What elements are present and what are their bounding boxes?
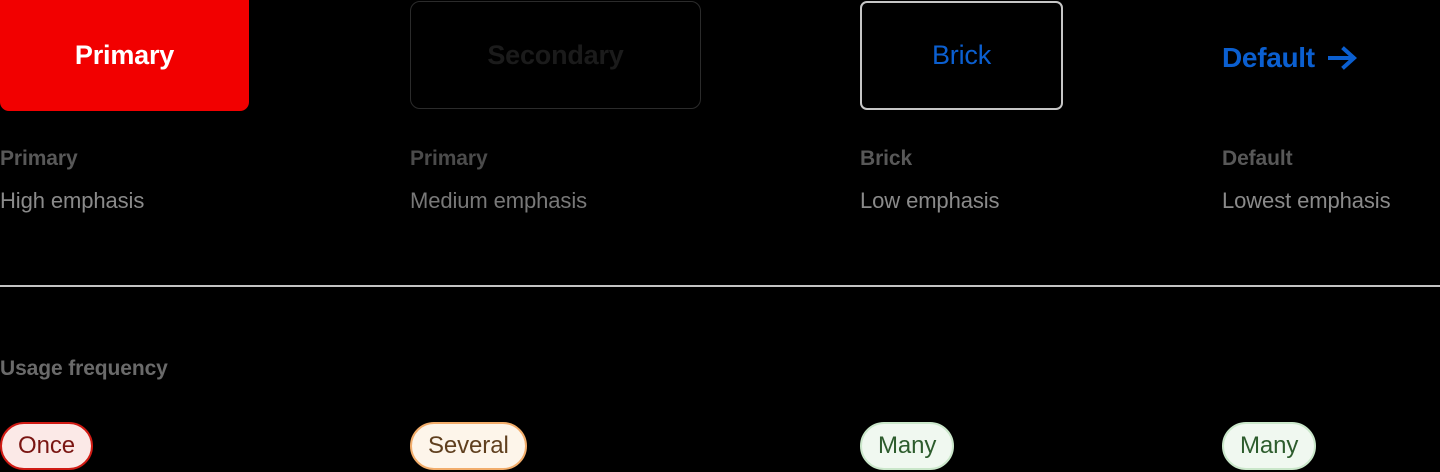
usage-frequency-heading: Usage frequency xyxy=(0,357,168,380)
description-title: Default xyxy=(1222,147,1293,170)
default-button[interactable]: Default xyxy=(1222,36,1358,80)
secondary-button[interactable]: Secondary xyxy=(410,1,701,109)
section-divider xyxy=(0,285,1440,287)
description-column-brick: Brick Low emphasis xyxy=(860,147,1000,213)
description-column-primary: Primary High emphasis xyxy=(0,148,144,212)
description-column-default: Default Lowest emphasis xyxy=(1222,147,1391,213)
usage-frequency-badge: Many xyxy=(860,422,955,470)
primary-button-label: Primary xyxy=(74,39,175,70)
description-subtitle: High emphasis xyxy=(0,188,145,213)
primary-button[interactable]: Primary xyxy=(0,0,249,111)
usage-frequency-badge: Several xyxy=(410,422,527,470)
usage-chip-cell-primary: Once xyxy=(0,422,93,470)
description-subtitle: Low emphasis xyxy=(860,188,1000,213)
brick-button[interactable]: Brick xyxy=(860,1,1063,110)
usage-chip-cell-secondary: Several xyxy=(410,422,527,470)
default-button-label: Default xyxy=(1222,42,1315,73)
description-title: Primary xyxy=(0,147,78,170)
description-column-secondary: Primary Medium emphasis xyxy=(410,148,587,212)
description-title: Brick xyxy=(860,147,913,170)
usage-frequency-badge: Many xyxy=(1222,422,1317,470)
usage-chip-cell-brick: Many xyxy=(860,422,955,470)
usage-frequency-badge: Once xyxy=(0,422,93,470)
description-title: Primary xyxy=(410,147,488,170)
secondary-button-label: Secondary xyxy=(487,39,624,70)
usage-chip-cell-default: Many xyxy=(1222,422,1317,470)
description-subtitle: Lowest emphasis xyxy=(1222,188,1391,213)
arrow-right-icon xyxy=(1327,46,1358,70)
description-subtitle: Medium emphasis xyxy=(410,188,588,213)
brick-button-label: Brick xyxy=(932,40,991,70)
